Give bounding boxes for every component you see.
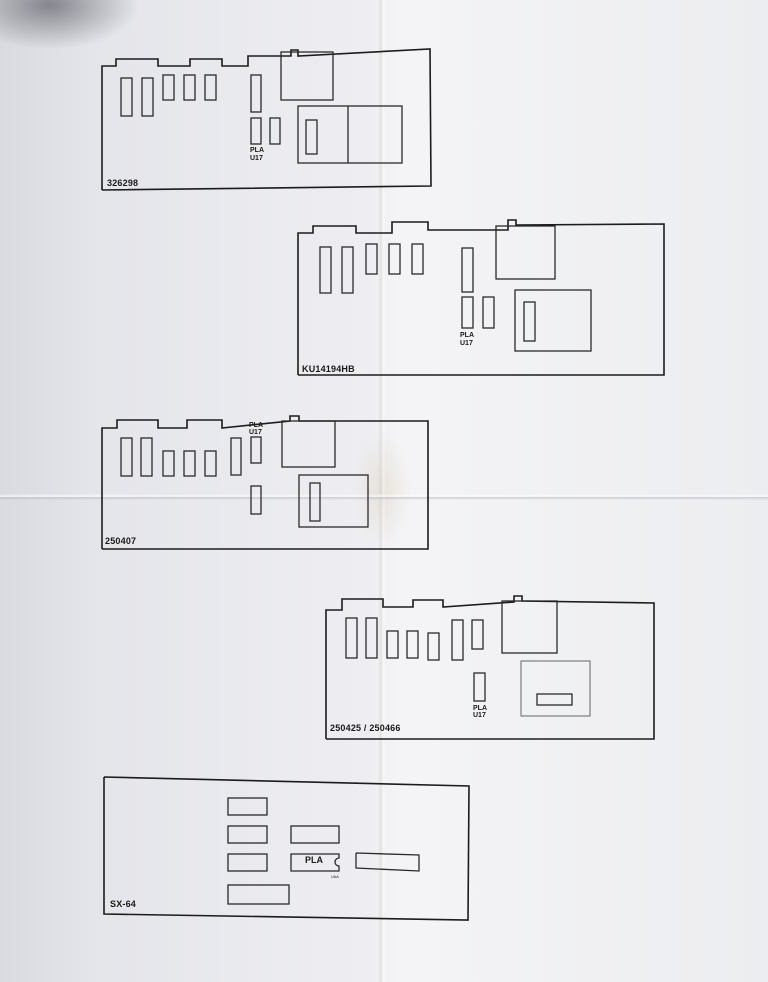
board-4-outline xyxy=(325,595,655,740)
board-2-pla-ref: U17 xyxy=(460,340,473,347)
board-1-pla-label: PLA xyxy=(250,147,264,154)
corner-shadow xyxy=(0,0,140,50)
horizontal-fold xyxy=(0,494,768,500)
vertical-fold xyxy=(378,0,386,982)
paper-stain xyxy=(352,430,412,550)
board-5-outline xyxy=(103,776,470,921)
board-5-pla-label: PLA xyxy=(305,855,323,865)
board-1-pla-ref: U17 xyxy=(250,155,263,162)
board-3-label: 250407 xyxy=(105,536,137,546)
board-3-outline xyxy=(101,415,429,550)
board-5-label: SX-64 xyxy=(110,899,137,909)
board-2-outline xyxy=(297,219,665,376)
board-3-pla-label: PLA xyxy=(249,422,263,429)
board-4-label: 250425 / 250466 xyxy=(330,723,401,733)
board-1-label: 326298 xyxy=(107,178,139,188)
board-4-pla-label: PLA xyxy=(473,705,487,712)
board-3-pla-ref: U17 xyxy=(249,429,262,436)
board-2-label: KU14194HB xyxy=(302,364,355,374)
board-4-pla-ref: U17 xyxy=(473,712,486,719)
board-1-outline xyxy=(101,48,432,191)
board-5-pla-ref: U6A xyxy=(331,874,339,879)
board-2-pla-label: PLA xyxy=(460,332,474,339)
